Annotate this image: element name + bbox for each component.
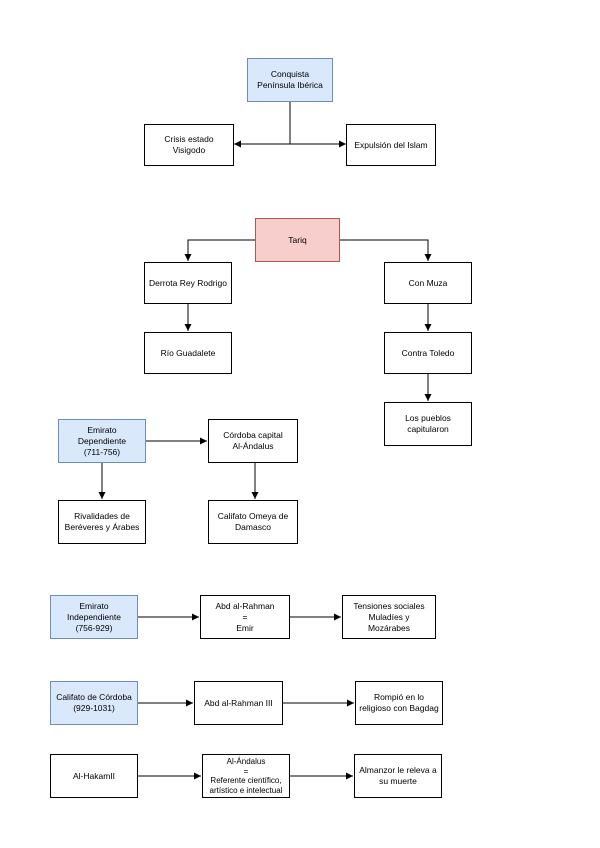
node-derrota-rodrigo: Derrota Rey Rodrigo	[144, 262, 232, 304]
node-almanzor: Almanzor le releva a su muerte	[354, 754, 442, 798]
node-cordoba-capital: Córdoba capital Al-Ándalus	[208, 419, 298, 463]
node-rivalidades: Rivalidades de Beréveres y Árabes	[58, 500, 146, 544]
node-emirato-dependiente: Emirato Dependiente (711-756)	[58, 419, 146, 463]
edge-tariq-derrota	[184, 239, 255, 261]
node-emirato-independiente: Emirato Independiente (756-929)	[50, 595, 138, 639]
edge-tariq-muza	[340, 239, 432, 261]
node-pueblos-capitularon: Los pueblos capitularon	[384, 402, 472, 446]
node-abd-al-rahman-emir: Abd al-Rahman = Emir	[200, 595, 290, 639]
node-rio-guadalete: Río Guadalete	[144, 332, 232, 374]
node-rompio-bagdag: Rompió en lo religioso con Bagdag	[355, 681, 443, 725]
node-califato-omeya: Califato Omeya de Damasco	[208, 500, 298, 544]
node-abd-al-rahman-iii: Abd al-Rahman III	[194, 681, 283, 725]
node-al-andalus-referente: Al-Ándalus = Referente científico, artís…	[202, 754, 290, 798]
node-crisis-visigodo: Crisis estado Visigodo	[144, 124, 234, 166]
node-con-muza: Con Muza	[384, 262, 472, 304]
node-tariq: Tariq	[255, 218, 340, 262]
node-tensiones-sociales: Tensiones sociales Muladíes y Mozárabes	[342, 595, 436, 639]
node-conquista: Conquista Península Ibérica	[247, 58, 333, 102]
node-califato-cordoba: Califato de Córdoba (929-1031)	[50, 681, 138, 725]
node-al-hakam: Al-HakamII	[50, 754, 138, 798]
node-expulsion-islam: Expulsión del Islam	[346, 124, 436, 166]
node-contra-toledo: Contra Toledo	[384, 332, 472, 374]
